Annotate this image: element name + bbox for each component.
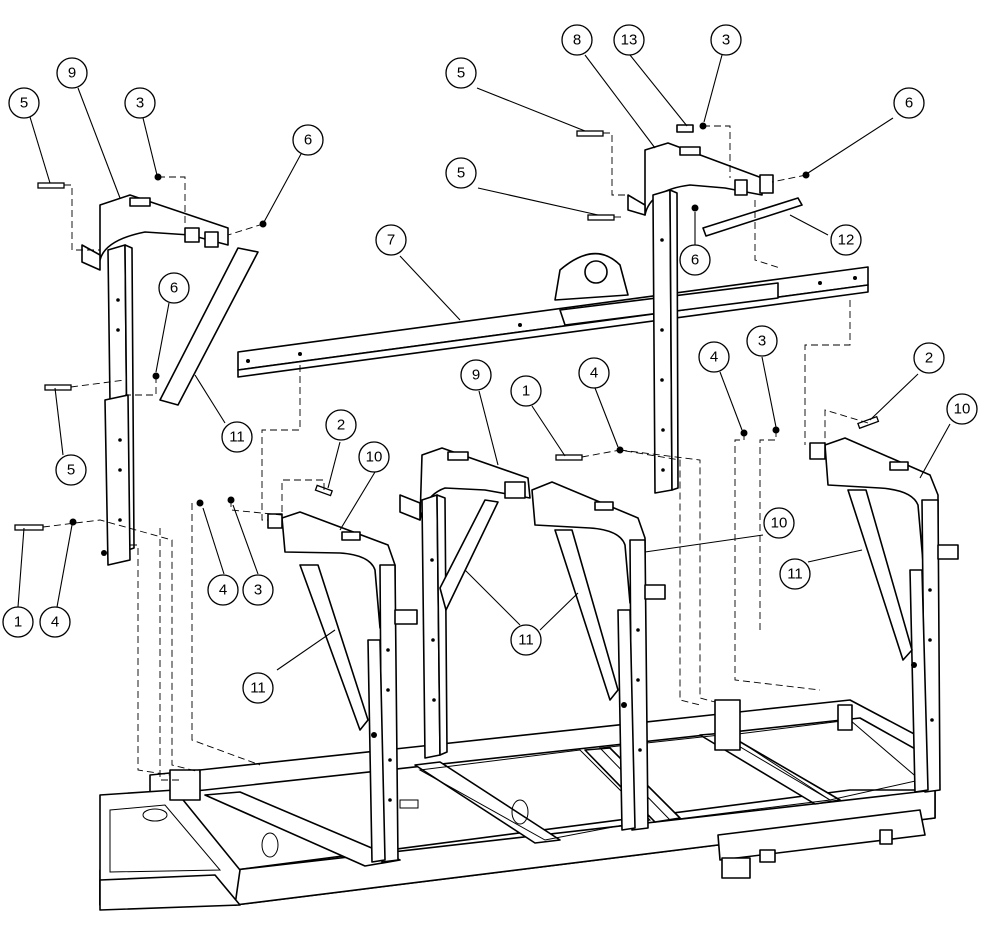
svg-text:1: 1: [14, 614, 22, 631]
callout: 10: [763, 507, 795, 539]
callout: 11: [221, 421, 253, 453]
svg-text:2: 2: [337, 417, 345, 434]
callout: 1: [510, 375, 542, 407]
callout: 3: [124, 87, 156, 119]
svg-text:11: 11: [518, 632, 534, 649]
hardware: [14, 122, 880, 531]
callout: 6: [292, 124, 324, 156]
callout: 5: [55, 454, 87, 486]
callout: 5: [445, 57, 477, 89]
callout: 10: [946, 393, 978, 425]
svg-text:4: 4: [710, 349, 718, 366]
svg-text:6: 6: [905, 95, 913, 112]
callout: 4: [698, 341, 730, 373]
svg-text:5: 5: [67, 462, 75, 479]
callout: 4: [207, 574, 239, 606]
callout: 9: [460, 359, 492, 391]
callout: 11: [779, 558, 811, 590]
callouts: 5 9 3 6 6 5 1 4 11 5 8 13 3 6 5 12 6 7 2…: [2, 24, 978, 704]
callout: 5: [8, 87, 40, 119]
lower-frame-center-left: [399, 447, 531, 759]
svg-text:7: 7: [387, 232, 395, 249]
callout: 9: [56, 57, 88, 89]
callout: 4: [578, 357, 610, 389]
svg-text:10: 10: [771, 515, 788, 532]
svg-text:1: 1: [522, 383, 530, 400]
svg-text:4: 4: [219, 582, 227, 599]
upper-right-bracket: [627, 124, 803, 494]
svg-text:11: 11: [229, 429, 245, 446]
svg-text:3: 3: [758, 333, 766, 350]
callout: 11: [510, 624, 542, 656]
callout: 8: [561, 24, 593, 56]
svg-text:2: 2: [925, 350, 933, 367]
svg-text:10: 10: [366, 449, 383, 466]
chassis-frame: [99, 699, 936, 911]
svg-text:4: 4: [590, 365, 598, 382]
callout: 4: [39, 606, 71, 638]
svg-text:3: 3: [722, 32, 730, 49]
callout: 3: [746, 325, 778, 357]
callout: 3: [710, 24, 742, 56]
svg-text:11: 11: [787, 566, 803, 583]
callout: 7: [375, 224, 407, 256]
callout: 6: [893, 87, 925, 119]
callout: 10: [358, 441, 390, 473]
svg-text:6: 6: [691, 252, 699, 269]
assembly-lines: [42, 125, 869, 781]
svg-text:3: 3: [136, 95, 144, 112]
callout: 3: [242, 574, 274, 606]
callout: 2: [325, 409, 357, 441]
svg-text:9: 9: [68, 65, 76, 82]
lower-frame-right: [809, 437, 959, 793]
svg-text:4: 4: [51, 614, 59, 631]
leader-lines: [17, 54, 951, 671]
svg-text:5: 5: [20, 95, 28, 112]
upper-left-bracket: [81, 194, 259, 566]
svg-text:6: 6: [304, 132, 312, 149]
svg-text:12: 12: [838, 232, 855, 249]
callout: 1: [2, 606, 34, 638]
svg-text:11: 11: [250, 680, 266, 697]
svg-text:9: 9: [472, 367, 480, 384]
callout: 12: [830, 224, 862, 256]
callout: 6: [158, 272, 190, 304]
callout: 6: [679, 244, 711, 276]
callout: 5: [445, 157, 477, 189]
svg-text:5: 5: [457, 65, 465, 82]
svg-text:10: 10: [954, 401, 971, 418]
lower-frame-left: [267, 511, 418, 863]
svg-text:8: 8: [573, 32, 581, 49]
callout: 11: [242, 672, 274, 704]
svg-text:13: 13: [621, 32, 638, 49]
svg-text:5: 5: [457, 165, 465, 182]
callout: 2: [913, 342, 945, 374]
callout: 13: [613, 24, 645, 56]
lower-frame-center-right: [531, 481, 666, 831]
cross-beam: [237, 252, 869, 378]
svg-text:6: 6: [170, 280, 178, 297]
svg-text:3: 3: [254, 582, 262, 599]
